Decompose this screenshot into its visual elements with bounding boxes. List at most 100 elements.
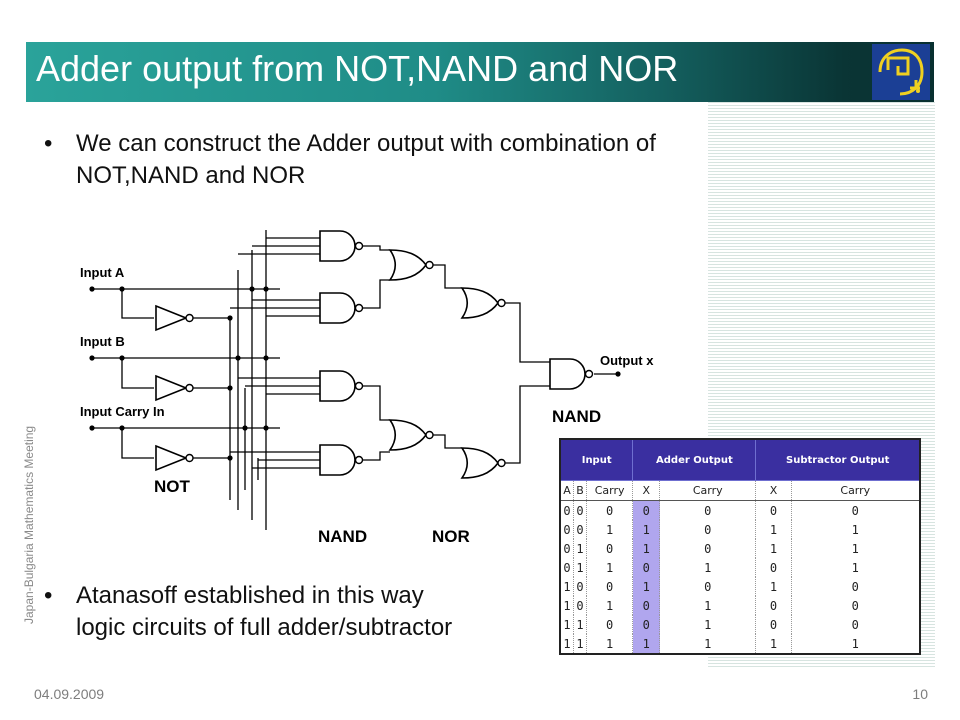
table-cell: 1 (573, 615, 587, 634)
table-cell: 1 (755, 520, 792, 539)
table-cell: 0 (632, 558, 661, 577)
nand-label: NAND (318, 527, 367, 546)
footer-date: 04.09.2009 (34, 686, 105, 702)
table-cell: 0 (586, 500, 634, 520)
table-cell: 0 (755, 558, 792, 577)
table-cell: 1 (659, 596, 757, 615)
table-cell: 1 (573, 634, 587, 654)
table-cell: 1 (573, 539, 587, 558)
input-carry-label: Input Carry In (80, 404, 165, 419)
table-cell: 0 (659, 577, 757, 596)
subheader-cell: Carry (791, 480, 921, 501)
table-cell: 1 (791, 558, 921, 577)
table-subheader-row: A B Carry X Carry X Carry (560, 480, 921, 501)
table-cell: 0 (659, 539, 757, 558)
table-cell: 1 (560, 615, 575, 634)
table-cell: 0 (573, 577, 587, 596)
nor-gate-icon (389, 419, 434, 451)
table-cell: 1 (632, 634, 661, 654)
nand-gate-icon (319, 444, 364, 476)
truth-table: Input Adder Output Subtractor Output A B… (559, 438, 921, 655)
not-gate-icon (155, 375, 194, 401)
header-subtractor-output: Subtractor Output (755, 438, 921, 481)
not-gate-icon (155, 445, 194, 471)
circuit-diagram: Input A Input B Input Carry In Output x … (80, 230, 654, 546)
table-cell: 1 (755, 577, 792, 596)
table-cell: 0 (632, 596, 661, 615)
input-b-label: Input B (80, 334, 125, 349)
table-cell: 1 (586, 520, 634, 539)
table-cell: 0 (560, 500, 575, 520)
table-cell: 1 (755, 539, 792, 558)
subheader-cell: Carry (659, 480, 757, 501)
table-cell: 0 (586, 539, 634, 558)
table-cell: 1 (586, 596, 634, 615)
header-input: Input (559, 438, 634, 481)
subheader-cell: X (632, 480, 661, 501)
table-cell: 0 (573, 596, 587, 615)
bullet-2: • Atanasoff established in this way logi… (44, 580, 564, 650)
logo-icon (872, 44, 930, 100)
table-cell: 0 (791, 615, 921, 634)
table-cell: 0 (659, 500, 757, 520)
table-cell: 1 (560, 634, 575, 654)
final-nand-label: NAND (552, 407, 601, 426)
table-cell: 1 (755, 634, 792, 654)
table-cell: 0 (755, 615, 792, 634)
bullet-2-line1: Atanasoff established in this way (76, 582, 424, 609)
table-cell: 1 (791, 539, 921, 558)
table-cell: 0 (560, 558, 575, 577)
nand-gate-icon (319, 370, 364, 402)
subheader-cell: B (573, 480, 587, 501)
table-cell: 0 (755, 500, 792, 520)
subheader-cell: X (755, 480, 792, 501)
nor-label: NOR (432, 527, 470, 546)
table-cell: 1 (586, 558, 634, 577)
nand-gate-icon (319, 292, 364, 324)
table-cell: 1 (560, 577, 575, 596)
table-cell: 1 (632, 520, 661, 539)
nand-gate-icon (549, 358, 594, 390)
subheader-cell: Carry (586, 480, 634, 501)
table-cell: 1 (659, 634, 757, 654)
title-bar: Adder output from NOT,NAND and NOR (26, 42, 934, 102)
nor-gate-icon (389, 249, 434, 281)
table-cell: 0 (560, 539, 575, 558)
table-cell: 0 (632, 615, 661, 634)
table-cell: 0 (659, 520, 757, 539)
subheader-cell: A (560, 480, 575, 501)
table-cell: 0 (791, 577, 921, 596)
table-cell: 1 (586, 634, 634, 654)
table-cell: 1 (659, 558, 757, 577)
table-cell: 0 (586, 615, 634, 634)
bullet-1: • We can construct the Adder output with… (44, 128, 824, 198)
bullet-dot: • (44, 130, 53, 157)
table-cell: 0 (586, 577, 634, 596)
bullet-2-line2: logic circuits of full adder/subtractor (76, 614, 453, 641)
table-cell: 0 (573, 500, 587, 520)
vertical-label: Japan-Bulgaria Mathematics Meeting (22, 425, 36, 624)
table-cell: 1 (560, 596, 575, 615)
table-cell: 1 (791, 634, 921, 654)
header-adder-output: Adder Output (632, 438, 757, 481)
page-number: 10 (912, 686, 928, 702)
table-cell: 1 (573, 558, 587, 577)
not-gate-icon (155, 305, 194, 331)
table-cell: 0 (573, 520, 587, 539)
table-cell: 1 (659, 615, 757, 634)
output-x-label: Output x (600, 353, 654, 368)
input-a-label: Input A (80, 265, 125, 280)
bullet-1-line1: We can construct the Adder output with c… (76, 130, 656, 157)
table-cell: 1 (632, 577, 661, 596)
nand-gate-icon (319, 230, 364, 262)
table-cell: 0 (632, 500, 661, 520)
table-cell: 1 (632, 539, 661, 558)
